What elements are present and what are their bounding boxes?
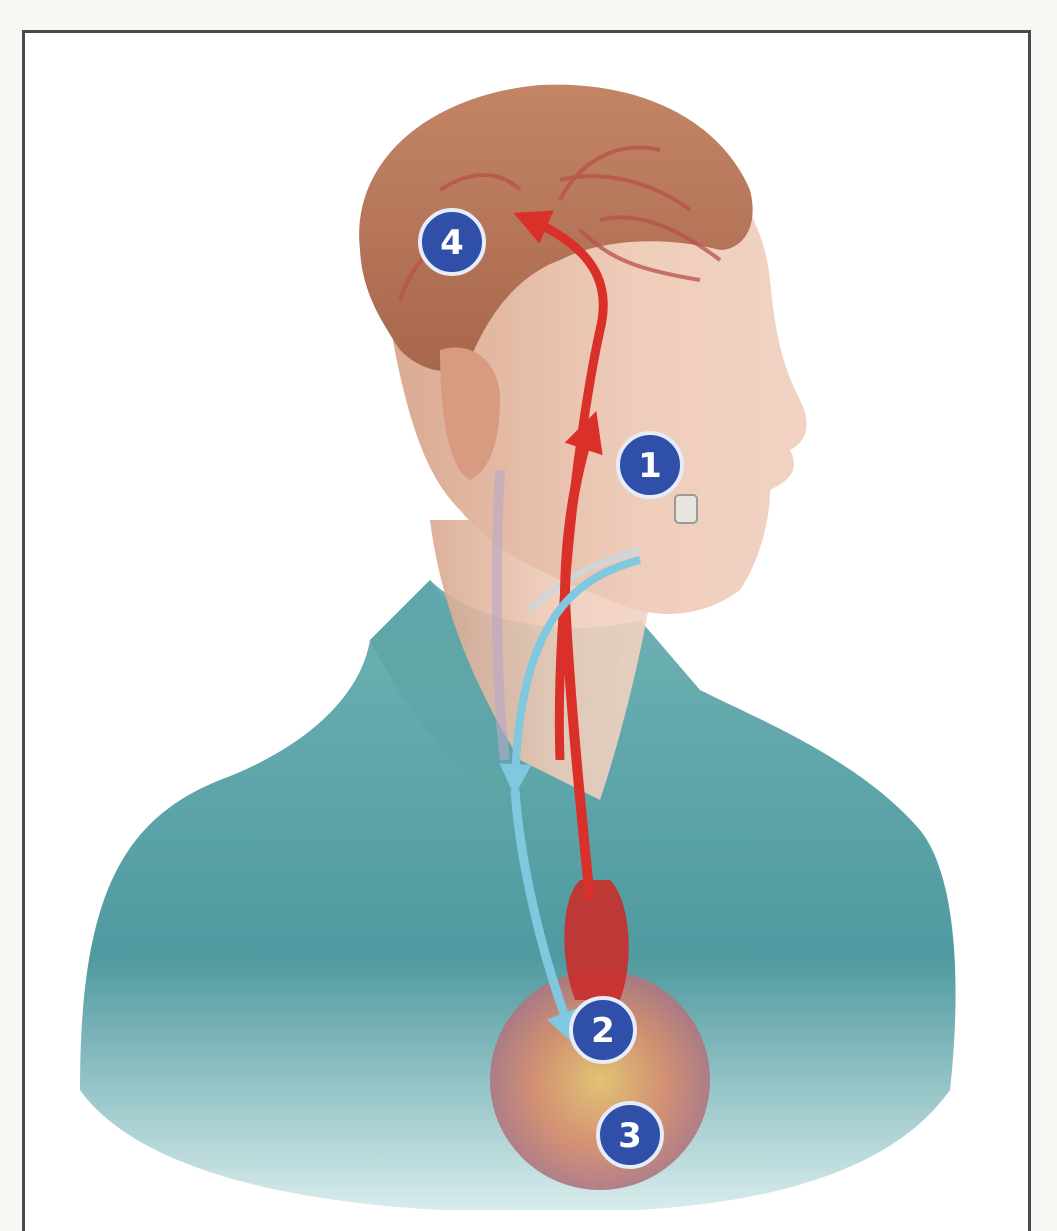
marker-2: 2 <box>571 998 635 1062</box>
svg-text:2: 2 <box>591 1011 615 1051</box>
marker-1: 1 <box>618 433 682 497</box>
svg-text:1: 1 <box>638 446 662 486</box>
svg-text:4: 4 <box>440 223 464 263</box>
marker-4: 4 <box>420 210 484 274</box>
svg-text:3: 3 <box>618 1116 642 1156</box>
marker-3: 3 <box>598 1103 662 1167</box>
aorta <box>564 880 628 1000</box>
